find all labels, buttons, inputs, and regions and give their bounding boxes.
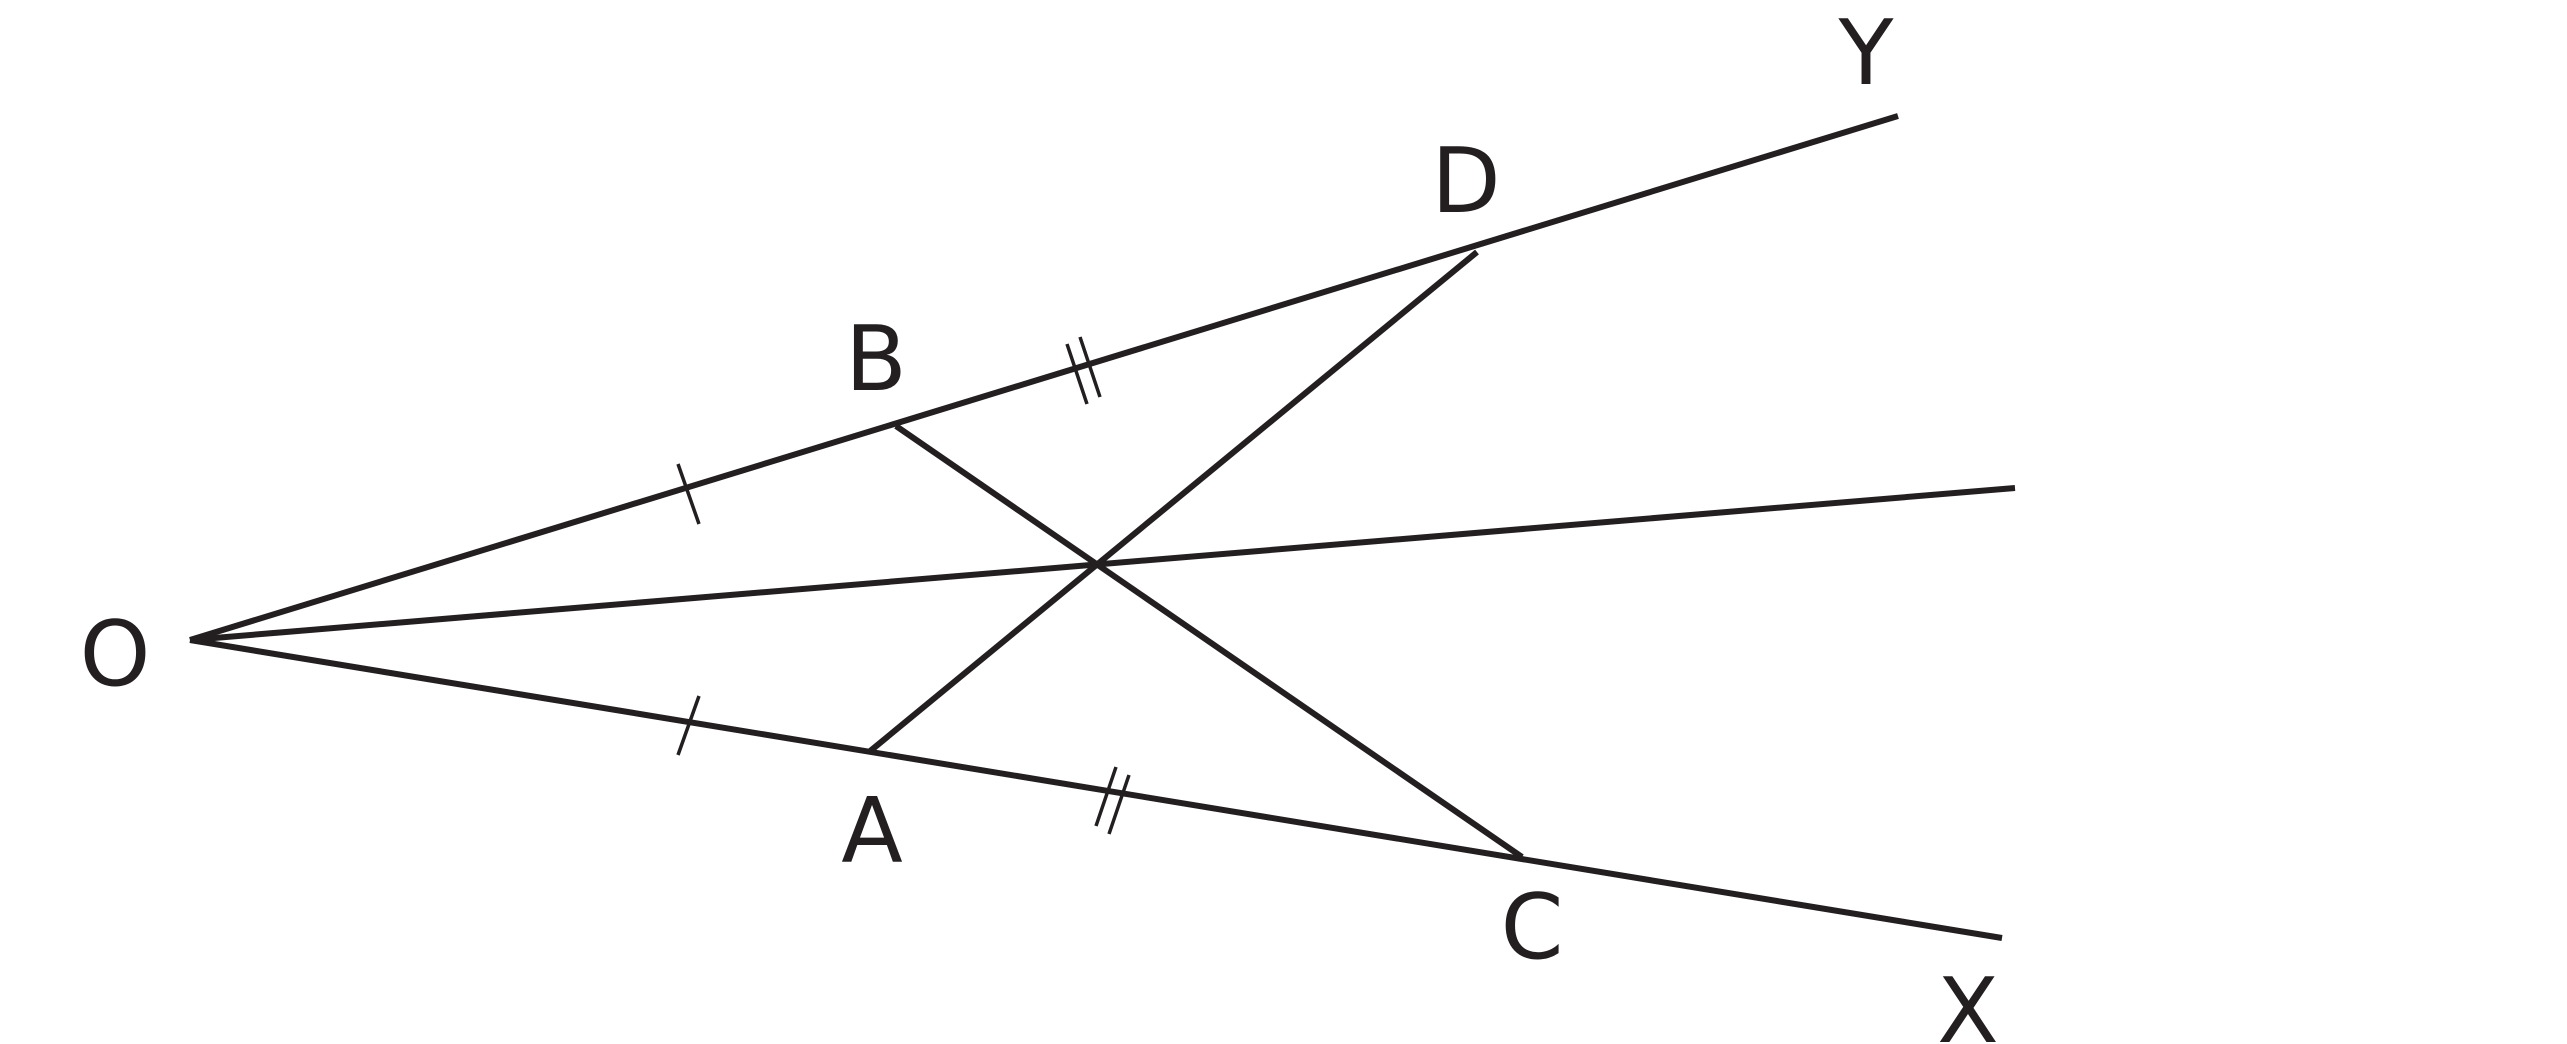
ray-ox xyxy=(189,637,2003,941)
ray-oy xyxy=(189,113,1899,643)
double-tick-ac-1 xyxy=(1094,766,1118,827)
label-b: B xyxy=(845,307,907,412)
segment-ad xyxy=(867,249,1479,755)
single-tick-oa xyxy=(676,695,701,756)
label-x: X xyxy=(1937,959,1999,1044)
label-a: A xyxy=(841,779,903,884)
label-y: Y xyxy=(1838,1,1895,106)
segment-bc xyxy=(894,423,1524,860)
label-o: O xyxy=(80,602,151,707)
label-c: C xyxy=(1501,875,1564,980)
double-tick-bd-2 xyxy=(1078,336,1102,398)
double-tick-ac-2 xyxy=(1107,774,1131,835)
single-tick-ob xyxy=(676,463,701,525)
label-d: D xyxy=(1431,129,1500,234)
bisector-ray xyxy=(189,485,2016,643)
double-tick-bd-1 xyxy=(1065,343,1089,405)
